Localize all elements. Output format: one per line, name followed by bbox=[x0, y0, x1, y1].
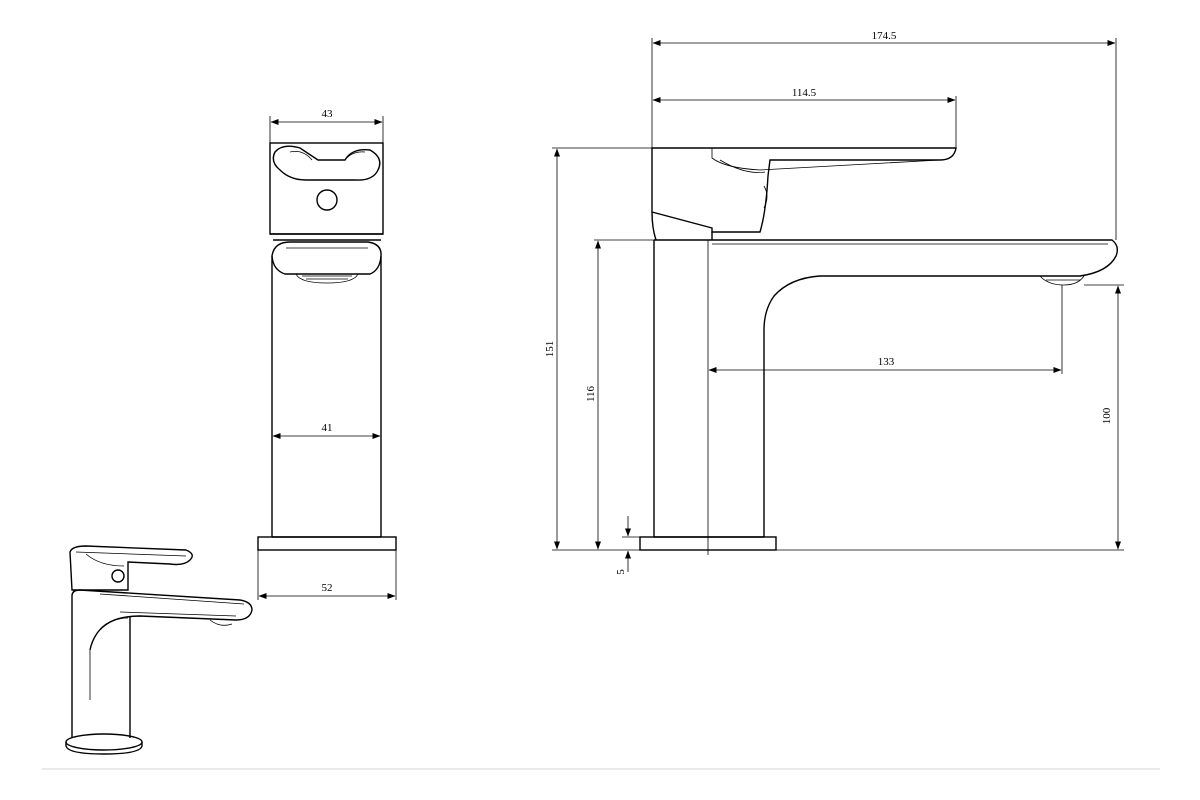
dim-outlet-height-label: 100 bbox=[1101, 407, 1113, 424]
perspective-base bbox=[65, 733, 143, 751]
perspective-lever-hole bbox=[111, 569, 125, 583]
dim-base-thickness-label: 5 bbox=[615, 569, 627, 575]
front-lever-top bbox=[272, 145, 381, 181]
dim-spout-reach-label: 133 bbox=[878, 356, 895, 368]
dim-lever-length-label: 114.5 bbox=[792, 87, 817, 99]
front-lever-hole bbox=[316, 189, 338, 211]
front-base bbox=[257, 536, 397, 551]
dim-spout-top-height: 116 bbox=[585, 239, 654, 550]
dim-body-width-label: 41 bbox=[322, 422, 333, 434]
side-view: 174.5 114.5 133 151 116 bbox=[544, 30, 1124, 575]
front-aerator bbox=[271, 241, 382, 275]
dim-overall-length-label: 174.5 bbox=[872, 30, 897, 42]
dim-spout-reach: 133 bbox=[708, 285, 1063, 374]
dim-lever-length: 114.5 bbox=[652, 87, 957, 148]
dim-overall-height: 151 bbox=[544, 147, 652, 551]
dim-top-width-label: 43 bbox=[322, 108, 334, 120]
dim-base-width-label: 52 bbox=[322, 582, 333, 594]
side-lever bbox=[651, 147, 957, 233]
front-handle-block bbox=[269, 142, 384, 235]
dim-body-width: 41 bbox=[272, 422, 381, 439]
perspective-spout bbox=[71, 589, 253, 651]
dim-spout-top-height-label: 116 bbox=[585, 385, 597, 402]
side-spout bbox=[654, 239, 1119, 537]
dim-overall-height-label: 151 bbox=[544, 341, 556, 358]
front-view: 43 41 52 bbox=[257, 108, 397, 600]
dim-base-thickness: 5 bbox=[615, 516, 640, 575]
perspective-lever bbox=[69, 545, 193, 591]
dim-base-width: 52 bbox=[257, 550, 397, 600]
dim-top-width: 43 bbox=[269, 108, 384, 143]
perspective-view bbox=[65, 545, 253, 755]
dim-overall-length: 174.5 bbox=[651, 30, 1117, 240]
dim-outlet-height: 100 bbox=[776, 284, 1124, 551]
